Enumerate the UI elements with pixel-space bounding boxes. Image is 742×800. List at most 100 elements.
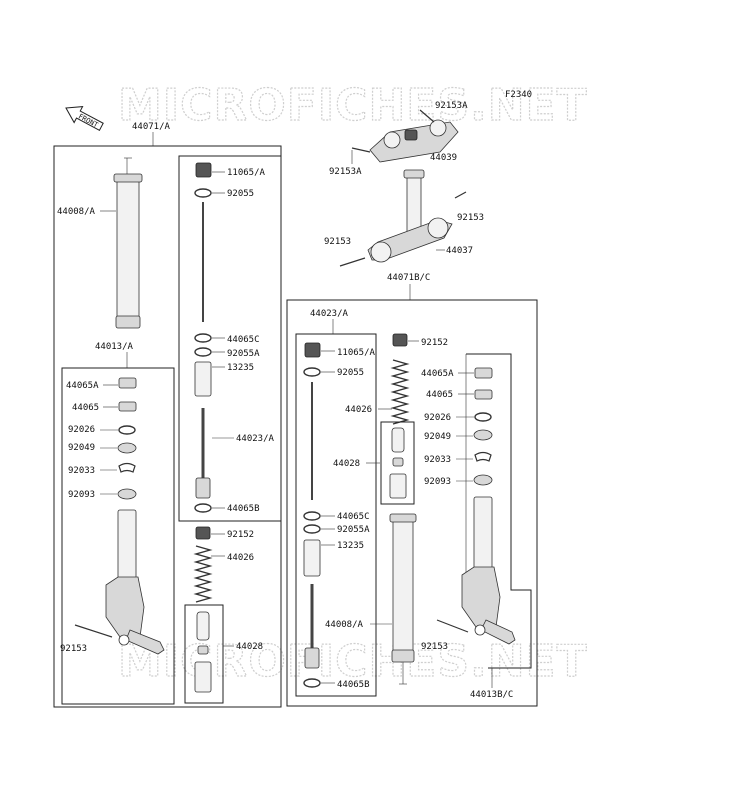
collar-13235-right xyxy=(303,539,321,577)
bolt-92153 xyxy=(74,624,113,638)
right-damper-frame xyxy=(295,333,377,697)
spacer-44028 xyxy=(194,611,212,693)
label-r44008: 44008/A xyxy=(325,620,364,630)
right-fork-frame xyxy=(286,299,538,707)
label-r92153: 92153 xyxy=(421,642,448,652)
damper-cartridge-part xyxy=(195,408,211,499)
label-44071-a: 44071/A xyxy=(132,122,171,132)
bolt-92153-right xyxy=(454,191,467,199)
washer-92026 xyxy=(118,425,136,435)
label-92055a: 92055A xyxy=(227,349,260,359)
spring-44026 xyxy=(193,545,213,603)
right-spacer-frame xyxy=(380,421,415,505)
figure-code: F2340 xyxy=(505,90,532,100)
label-44065c: 44065C xyxy=(227,335,260,345)
label-92049: 92049 xyxy=(68,443,95,453)
seal-92093-right xyxy=(473,474,493,486)
label-r92033: 92033 xyxy=(424,455,451,465)
bolt-92153a-left xyxy=(351,147,371,153)
damper-cartridge-part-right xyxy=(304,584,320,669)
bolt-92153-left xyxy=(339,257,366,267)
seal-92093 xyxy=(117,488,137,500)
outer-tube-part xyxy=(113,157,143,329)
spacer-44028-right xyxy=(389,427,407,499)
inner-tube-part-right xyxy=(461,496,516,645)
washer-44065c-right xyxy=(303,511,321,521)
label-44037: 44037 xyxy=(446,246,473,256)
inner-tube-part xyxy=(105,509,165,655)
label-r13235: 13235 xyxy=(337,541,364,551)
spring-44026-right xyxy=(390,359,410,425)
label-44065: 44065 xyxy=(72,403,99,413)
washer-92026-right xyxy=(474,412,492,422)
label-44071b-c: 44071B/C xyxy=(387,273,430,283)
upper-clamp-44039 xyxy=(369,119,459,163)
label-44023-a-left: 44023/A xyxy=(236,434,275,444)
label-r44028: 44028 xyxy=(333,459,360,469)
label-r44065a: 44065A xyxy=(421,369,454,379)
label-44023-a-right: 44023/A xyxy=(310,309,349,319)
label-92153a-top: 92153A xyxy=(435,101,468,111)
label-13235: 13235 xyxy=(227,363,254,373)
label-r92055a: 92055A xyxy=(337,525,370,535)
label-92093: 92093 xyxy=(68,490,95,500)
oring-92055-right xyxy=(303,367,321,377)
label-r11065: 11065/A xyxy=(337,348,376,358)
label-r44013b-c: 44013B/C xyxy=(470,690,513,700)
nut-92152 xyxy=(195,526,211,540)
label-11065-a: 11065/A xyxy=(227,168,266,178)
bolt-92153a-top xyxy=(419,109,435,123)
label-44013-a: 44013/A xyxy=(95,342,134,352)
oring-92055a-right xyxy=(303,524,321,534)
washer-44065b xyxy=(194,503,212,513)
circlip-92033-right xyxy=(474,451,492,462)
front-arrow-icon: FRONT xyxy=(65,106,104,131)
label-92153: 92153 xyxy=(60,644,87,654)
oring-92055a xyxy=(194,347,212,357)
circlip-92033 xyxy=(118,462,136,473)
label-44008-a: 44008/A xyxy=(57,207,96,217)
bushing-44065-right xyxy=(474,389,493,400)
label-r44026: 44026 xyxy=(345,405,372,415)
left-lower-frame xyxy=(61,367,175,705)
outer-tube-part-right xyxy=(389,513,417,685)
label-92026: 92026 xyxy=(68,425,95,435)
label-44065a: 44065A xyxy=(66,381,99,391)
label-92055: 92055 xyxy=(227,189,254,199)
bushing-44065a-right xyxy=(474,367,493,379)
cap-11065 xyxy=(195,162,212,178)
label-r92055: 92055 xyxy=(337,368,364,378)
label-92033: 92033 xyxy=(68,466,95,476)
label-r92049: 92049 xyxy=(424,432,451,442)
washer-44065b-right xyxy=(303,678,321,688)
seal-92049 xyxy=(117,442,137,454)
label-44065b: 44065B xyxy=(227,504,260,514)
label-r92026: 92026 xyxy=(424,413,451,423)
watermark-top: MICROFICHES.NET xyxy=(118,80,588,131)
collar-13235 xyxy=(194,361,212,397)
label-92153a-left: 92153A xyxy=(329,167,362,177)
washer-44065c xyxy=(194,333,212,343)
label-r92152: 92152 xyxy=(421,338,448,348)
bolt-92153-right-lower xyxy=(436,619,469,633)
cap-11065-right xyxy=(304,342,321,358)
label-r44065c: 44065C xyxy=(337,512,370,522)
oring-92055 xyxy=(194,188,212,198)
lower-clamp-stem-44037 xyxy=(367,169,453,263)
seal-92049-right xyxy=(473,429,493,441)
label-92153-left: 92153 xyxy=(324,237,351,247)
label-44039: 44039 xyxy=(430,153,457,163)
bushing-44065 xyxy=(118,401,137,412)
label-r44065: 44065 xyxy=(426,390,453,400)
label-92152: 92152 xyxy=(227,530,254,540)
label-r44065b: 44065B xyxy=(337,680,370,690)
left-spacer-frame xyxy=(184,604,224,704)
label-44028: 44028 xyxy=(236,642,263,652)
label-r92093: 92093 xyxy=(424,477,451,487)
label-92153-right: 92153 xyxy=(457,213,484,223)
label-44026: 44026 xyxy=(227,553,254,563)
left-damper-frame xyxy=(178,155,282,522)
bushing-44065a xyxy=(118,377,137,389)
nut-92152-right xyxy=(392,333,408,347)
